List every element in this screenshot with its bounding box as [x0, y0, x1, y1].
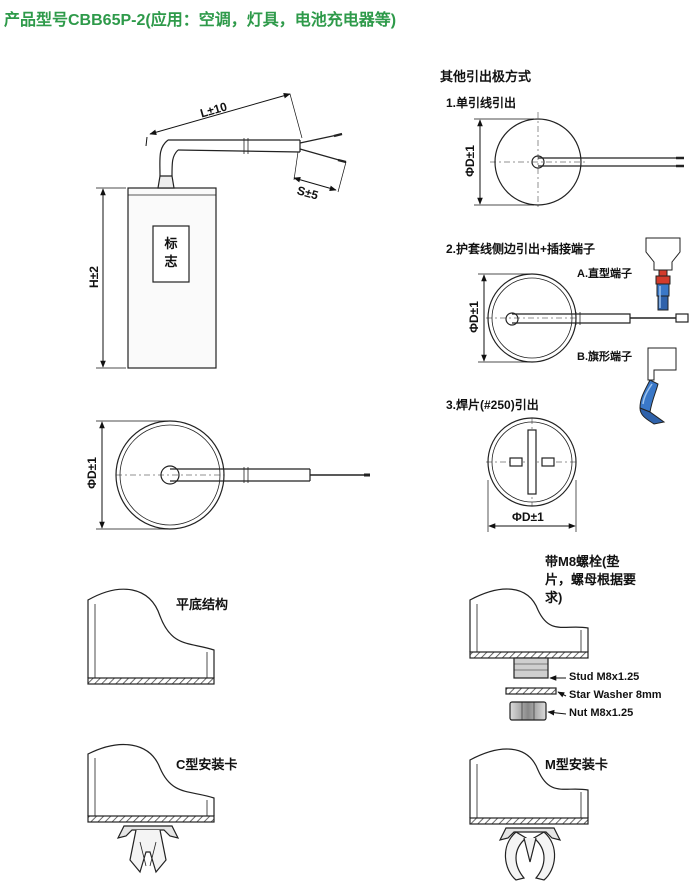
c-clip-label: C型安装卡: [176, 757, 238, 772]
option1-diameter-label: ΦD±1: [463, 145, 477, 177]
m-clip-base-illustration: [469, 748, 589, 881]
lead-exit-boss: [157, 175, 175, 189]
option1-label: 1.单引线引出: [446, 96, 517, 110]
main-capacitor-side-view: [127, 132, 347, 369]
nut: [509, 701, 547, 721]
option3-diameter-label: ΦD±1: [512, 510, 544, 524]
nut-part-label: Nut M8x1.25: [569, 707, 634, 719]
height-dimension-label: H±2: [87, 266, 101, 288]
dim-diameter-line-opt2: [478, 273, 530, 363]
option2-label: 2.护套线侧边引出+插接端子: [446, 242, 596, 256]
dim-diameter-line-opt3: [487, 480, 577, 532]
main-capacitor-top-view: [115, 420, 370, 530]
washer-part-label: Star Washer 8mm: [569, 689, 662, 701]
stud-base-illustration: [469, 588, 589, 721]
stud-part-label: Stud M8x1.25: [569, 671, 640, 683]
sleeve-bottom-edge: [177, 149, 301, 153]
dim-spacing-line: [293, 151, 347, 193]
option3-top-view: [486, 417, 578, 507]
flag-terminal-illustration: [639, 347, 677, 425]
top-lead-sleeve: [170, 468, 310, 482]
solder-tab-left: [509, 457, 523, 467]
flag-terminal-label: B.旗形端子: [577, 351, 632, 363]
dim-length-line: [145, 93, 303, 147]
dim-diameter-line-opt1: [474, 118, 534, 206]
c-clip-base-illustration: [87, 743, 215, 874]
star-washer: [505, 687, 557, 695]
solder-tab-vertical: [527, 429, 537, 495]
label-box-text: 标 志: [164, 236, 178, 269]
m-clip-label: M型安装卡: [545, 757, 608, 772]
solder-tab-right: [541, 457, 555, 467]
main-diameter-label: ΦD±1: [85, 457, 99, 489]
stud-base-label: 带M8螺栓(垫片，螺母根据要求): [545, 554, 637, 605]
straight-terminal-illustration: [645, 237, 681, 311]
stud-shank: [513, 657, 549, 679]
option2-top-view: [486, 273, 689, 363]
stud-part-leaders: [547, 675, 567, 716]
flat-base-illustration: [87, 588, 215, 685]
option1-top-view: [490, 112, 684, 210]
label-box: [152, 225, 190, 283]
page-title: 产品型号CBB65P-2(应用：空调，灯具，电池充电器等): [4, 12, 397, 29]
option3-label: 3.焊片(#250)引出: [446, 398, 539, 412]
option2-diameter-label: ΦD±1: [467, 301, 481, 333]
dim-height-line: [96, 187, 126, 369]
flat-base-label: 平底结构: [176, 597, 229, 612]
terminal-options-heading: 其他引出极方式: [440, 69, 532, 84]
straight-terminal-label: A.直型端子: [577, 268, 632, 280]
dim-diameter-line-main: [96, 420, 168, 530]
